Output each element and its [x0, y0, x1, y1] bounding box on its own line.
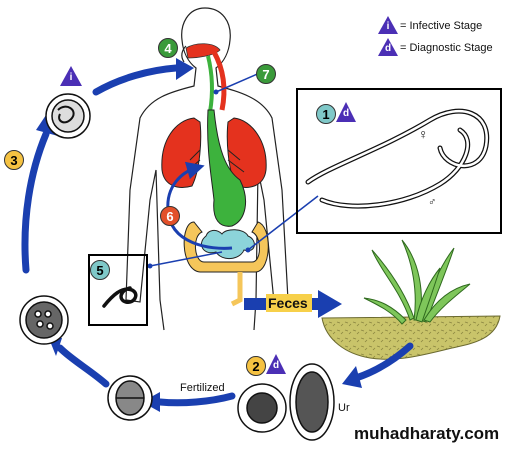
stage-2-diagnostic-mark: d	[272, 360, 280, 371]
stage-i-infective-mark: i	[69, 72, 73, 83]
cycle-arrows	[21, 64, 414, 407]
male-symbol: ♂	[428, 196, 437, 208]
stage-badge-4: 4	[158, 38, 178, 58]
larva-worm	[102, 286, 138, 308]
stage-badge-3: 3	[4, 150, 24, 170]
eggs	[19, 93, 335, 441]
pointer-line-1	[247, 195, 319, 251]
stage-badge-1: 1	[316, 104, 336, 124]
egg-unfertilized	[289, 363, 335, 441]
legend-diagnostic-symbol: d	[384, 43, 392, 54]
stage-badge-6: 6	[160, 206, 180, 226]
unfertilized-label: Ur	[338, 402, 350, 414]
pointer-line-5	[149, 251, 223, 267]
stage-badge-5: 5	[90, 260, 110, 280]
female-symbol: ♀	[418, 126, 429, 142]
legend-diagnostic-text: = Diagnostic Stage	[400, 42, 493, 54]
egg-fertilized	[237, 383, 287, 433]
watermark: muhadharaty.com	[354, 424, 500, 443]
stage-1-diagnostic-triangle	[336, 102, 356, 122]
egg-larvated-3	[19, 295, 69, 345]
egg-infective	[45, 93, 91, 139]
egg-early	[107, 375, 153, 421]
legend-infective-text: = Infective Stage	[400, 20, 483, 32]
stage-2-diagnostic-triangle	[266, 354, 286, 374]
stomach	[207, 109, 247, 227]
adult-worms	[305, 108, 490, 209]
fertilized-label: Fertilized	[180, 382, 225, 394]
soil	[321, 315, 501, 360]
pointer-line-7	[215, 71, 263, 93]
grass	[363, 239, 471, 325]
adult-worms-box	[296, 88, 502, 234]
airway	[185, 43, 227, 113]
legend-diagnostic-triangle	[378, 38, 398, 56]
larva-box	[88, 254, 148, 326]
stage-badge-2: 2	[246, 356, 266, 376]
feces-label: Feces	[268, 295, 308, 311]
stage-badge-7: 7	[256, 64, 276, 84]
legend-infective-triangle	[378, 16, 398, 34]
human-body-outline	[125, 7, 289, 331]
stage-1-diagnostic-mark: d	[342, 108, 350, 119]
stage-i-infective-triangle	[60, 66, 82, 86]
intestines	[183, 221, 269, 307]
legend-infective-symbol: i	[386, 21, 390, 32]
